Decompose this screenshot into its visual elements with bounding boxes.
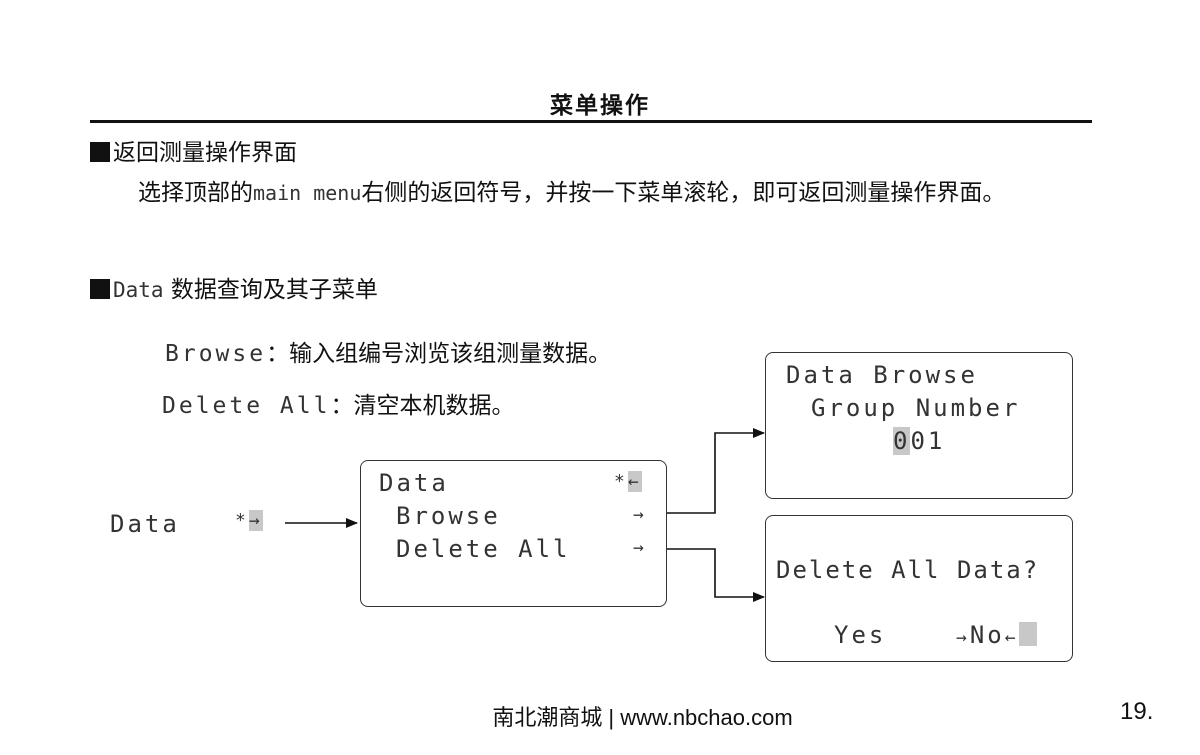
page-header-title: 菜单操作 [550, 92, 650, 119]
square-bullet-icon [90, 279, 110, 299]
menu-title: Data [379, 469, 449, 497]
arrow-right-icon: → [633, 504, 647, 525]
delete-all-question: Delete All Data? [776, 556, 1040, 584]
arrow-right-icon: → [633, 537, 647, 558]
square-bullet-icon [90, 142, 110, 162]
group-number-value: 001 [893, 427, 945, 455]
note-delete-text: ：清空本机数据。 [330, 393, 515, 419]
delete-option-no-label: No [969, 621, 1005, 649]
menu-item-delete-all: Delete All [396, 535, 571, 563]
page-number: 19. [1120, 698, 1154, 725]
section1-title: 返回测量操作界面 [113, 140, 297, 166]
section1-heading: 返回测量操作界面 [90, 138, 297, 168]
note-browse-code: Browse [165, 341, 267, 367]
note-delete-code: Delete All [162, 393, 331, 419]
delete-option-yes: Yes [834, 621, 887, 649]
section2-title-code: Data [113, 278, 164, 302]
delete-all-screen: Delete All Data? Yes →No← [765, 515, 1073, 662]
menu-item-browse: Browse [396, 502, 501, 530]
data-browse-screen: Data Browse Group Number 001 [765, 352, 1073, 499]
star-icon: * [614, 471, 628, 492]
delete-option-no: →No← [956, 621, 1037, 649]
cursor-block-icon [1018, 622, 1037, 646]
section1-body-after: 右侧的返回符号，并按一下菜单滚轮，即可返回测量操作界面。 [361, 180, 1006, 206]
browse-screen-title: Data Browse [786, 361, 978, 389]
entry-star-icon: * [235, 510, 249, 531]
section2-title-text: 数据查询及其子菜单 [163, 277, 378, 303]
note-browse: Browse：输入组编号浏览该组测量数据。 [165, 334, 611, 368]
group-number-cursor-digit: 0 [893, 427, 911, 455]
data-menu-screen: Data *← Browse → Delete All → [360, 460, 667, 607]
menu-title-marker: *← [614, 471, 642, 492]
footer-text: 南北潮商城 | www.nbchao.com [492, 705, 793, 730]
header-rule [90, 120, 1092, 123]
section1-body-before: 选择顶部的 [138, 180, 253, 206]
entry-data-label: Data [110, 510, 180, 538]
arrow-right-icon: → [248, 510, 263, 531]
section2-heading: Data 数据查询及其子菜单 [90, 275, 378, 305]
group-number-rest: 01 [910, 427, 946, 455]
section1-paragraph: 选择顶部的main menu右侧的返回符号，并按一下菜单滚轮，即可返回测量操作界… [90, 174, 1095, 212]
arrow-right-icon: → [956, 627, 970, 648]
arrow-left-icon: ← [1004, 627, 1019, 648]
note-delete: Delete All：清空本机数据。 [162, 386, 514, 420]
note-browse-text: ：输入组编号浏览该组测量数据。 [266, 341, 612, 367]
arrow-left-icon: ← [627, 471, 642, 492]
browse-screen-group-label: Group Number [811, 394, 1021, 422]
entry-marker: *→ [235, 510, 263, 531]
section1-body-code: main menu [253, 181, 362, 205]
